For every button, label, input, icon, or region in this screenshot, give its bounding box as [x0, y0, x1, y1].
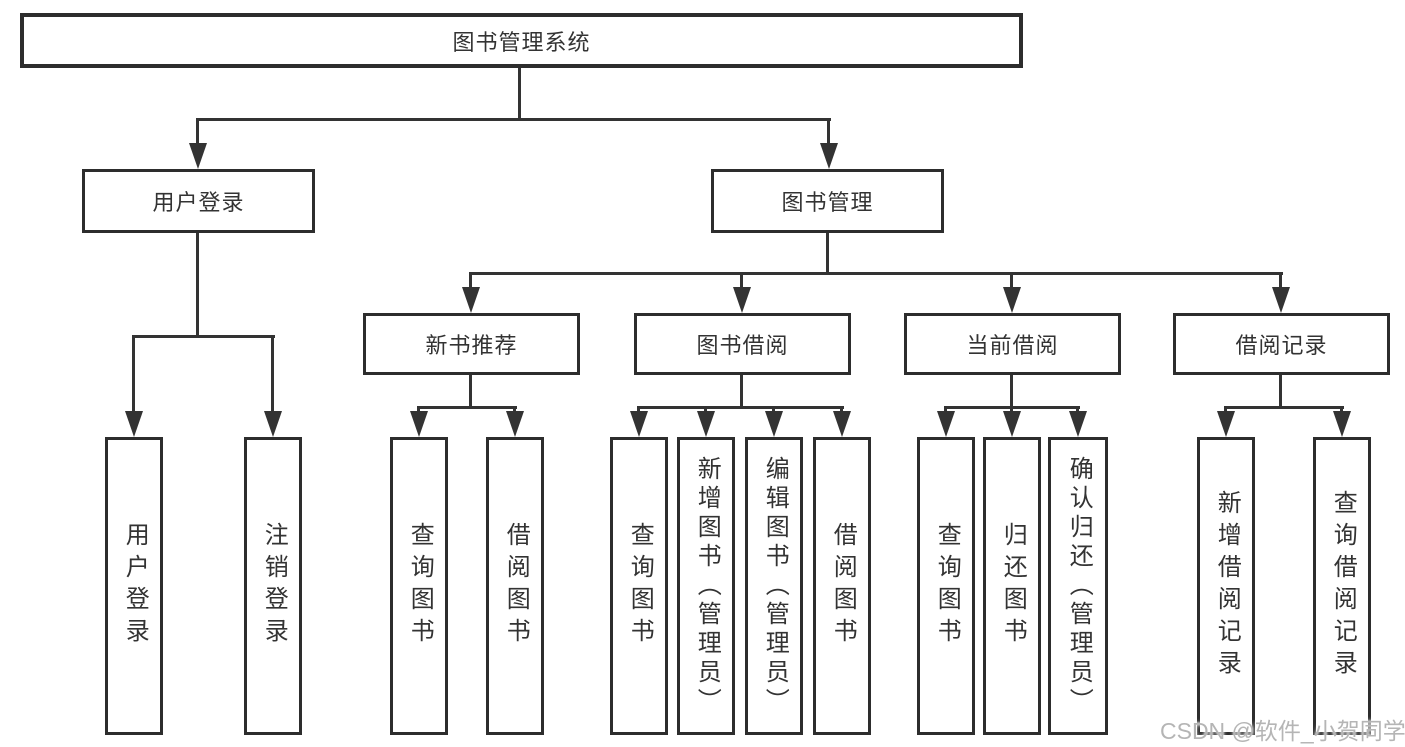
- leaf-bb-edit-books-admin: 编辑图书（管理员）: [745, 437, 803, 735]
- connector-user-login-branch-bar: [132, 335, 275, 338]
- node-label: 新书推荐: [425, 333, 518, 358]
- arrowhead-br-add: [1217, 411, 1235, 437]
- connector-new-books-stub: [469, 375, 472, 408]
- leaf-br-add-record: 新增借阅记录: [1197, 437, 1255, 735]
- arrowhead-bb-borrow: [833, 411, 851, 437]
- connector-shaft-book-borrow: [740, 272, 743, 292]
- connector-shaft-bb-add: [704, 406, 707, 414]
- node-label: 查询图书: [626, 522, 654, 650]
- connector-book-borrow-stub: [740, 375, 743, 408]
- arrowhead-bb-query: [630, 411, 648, 437]
- node-label: 当前借阅: [966, 333, 1059, 358]
- arrowhead-new-books: [462, 287, 480, 313]
- connector-user-login-stub: [196, 233, 199, 337]
- arrowhead-user-login: [189, 143, 207, 169]
- node-label: 注销登录: [260, 522, 288, 650]
- leaf-cb-confirm-return-admin: 确认归还（管理员）: [1048, 437, 1108, 735]
- leaf-nb-query-books: 查询图书: [390, 437, 448, 735]
- connector-root-stub: [518, 68, 521, 120]
- connector-shaft-cb-query: [944, 406, 947, 414]
- leaf-bb-borrow-books: 借阅图书: [813, 437, 871, 735]
- node-label: 新增图书（管理员）: [693, 455, 721, 717]
- connector-new-books-branch-bar: [417, 406, 517, 409]
- arrowhead-cb-return: [1003, 411, 1021, 437]
- connector-shaft-leaf-login: [132, 335, 135, 415]
- arrowhead-nb-query: [410, 411, 428, 437]
- arrowhead-book-borrow: [733, 287, 751, 313]
- leaf-cb-query-books: 查询图书: [917, 437, 975, 735]
- connector-shaft-book-management: [827, 118, 830, 148]
- connector-book-management-branch-bar: [469, 272, 1283, 275]
- node-new-book-recommendation: 新书推荐: [363, 313, 580, 375]
- node-library-management-system: 图书管理系统: [20, 13, 1023, 68]
- node-label: 图书管理: [781, 190, 874, 215]
- connector-shaft-br-add: [1224, 406, 1227, 414]
- arrowhead-br-query: [1333, 411, 1351, 437]
- arrowhead-leaf-logout: [264, 411, 282, 437]
- node-label: 查询借阅记录: [1329, 490, 1357, 682]
- connector-shaft-bb-edit: [772, 406, 775, 414]
- node-label: 借阅图书: [829, 522, 857, 650]
- node-label: 编辑图书（管理员）: [761, 455, 789, 717]
- leaf-logout: 注销登录: [244, 437, 302, 735]
- arrowhead-leaf-login: [125, 411, 143, 437]
- node-user-login: 用户登录: [82, 169, 315, 233]
- leaf-bb-query-books: 查询图书: [610, 437, 668, 735]
- node-label: 确认归还（管理员）: [1065, 455, 1093, 717]
- arrowhead-cb-confirm: [1069, 411, 1087, 437]
- arrowhead-book-management: [820, 143, 838, 169]
- connector-shaft-nb-query: [417, 406, 420, 414]
- connector-borrow-records-branch-bar: [1224, 406, 1344, 409]
- node-label: 用户登录: [121, 522, 149, 650]
- leaf-bb-add-books-admin: 新增图书（管理员）: [677, 437, 735, 735]
- node-label: 查询图书: [406, 522, 434, 650]
- node-current-borrowing: 当前借阅: [904, 313, 1121, 375]
- node-book-borrowing: 图书借阅: [634, 313, 851, 375]
- node-borrowing-records: 借阅记录: [1173, 313, 1390, 375]
- connector-shaft-new-books: [469, 272, 472, 292]
- node-book-management: 图书管理: [711, 169, 944, 233]
- node-label: 新增借阅记录: [1213, 490, 1241, 682]
- connector-shaft-borrow-records: [1279, 272, 1282, 292]
- node-label: 借阅图书: [502, 522, 530, 650]
- arrowhead-borrow-records: [1272, 287, 1290, 313]
- leaf-cb-return-books: 归还图书: [983, 437, 1041, 735]
- connector-book-management-stub: [826, 233, 829, 274]
- connector-borrow-records-stub: [1279, 375, 1282, 408]
- connector-shaft-current-borrow: [1010, 272, 1013, 292]
- leaf-br-query-record: 查询借阅记录: [1313, 437, 1371, 735]
- node-label: 图书借阅: [696, 333, 789, 358]
- connector-shaft-bb-query: [637, 406, 640, 414]
- node-label: 查询图书: [933, 522, 961, 650]
- connector-root-branch-bar: [197, 118, 831, 121]
- connector-shaft-cb-confirm: [1076, 406, 1079, 414]
- connector-shaft-br-query: [1340, 406, 1343, 414]
- node-label: 用户登录: [152, 190, 245, 215]
- connector-shaft-cb-return: [1010, 406, 1013, 414]
- arrowhead-bb-add: [697, 411, 715, 437]
- connector-current-borrow-stub: [1010, 375, 1013, 408]
- connector-book-borrow-branch-bar: [637, 406, 844, 409]
- connector-shaft-leaf-logout: [271, 335, 274, 415]
- leaf-nb-borrow-books: 借阅图书: [486, 437, 544, 735]
- node-label: 图书管理系统: [452, 29, 591, 55]
- arrowhead-current-borrow: [1003, 287, 1021, 313]
- leaf-user-login: 用户登录: [105, 437, 163, 735]
- node-label: 借阅记录: [1235, 333, 1328, 358]
- arrowhead-bb-edit: [765, 411, 783, 437]
- connector-shaft-bb-borrow: [840, 406, 843, 414]
- arrowhead-cb-query: [937, 411, 955, 437]
- node-label: 归还图书: [999, 522, 1027, 650]
- connector-shaft-user-login: [196, 118, 199, 148]
- connector-shaft-nb-borrow: [513, 406, 516, 414]
- csdn-watermark: CSDN @软件_小贺同学: [1160, 718, 1405, 744]
- arrowhead-nb-borrow: [506, 411, 524, 437]
